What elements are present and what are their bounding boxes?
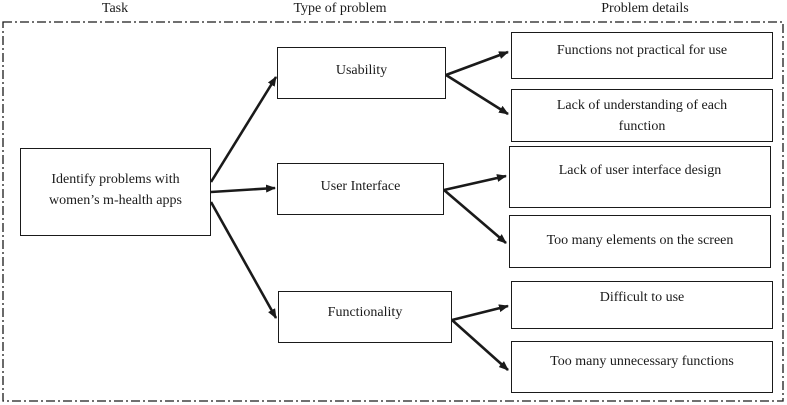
dash-dot-frame (2, 21, 784, 402)
arrow-usability-to-detail-1 (445, 50, 509, 77)
problem-detail-4: Too many elements on the screen (509, 215, 771, 268)
arrow-task-to-user-interface (210, 184, 276, 194)
problem-detail-line-1: Too many elements on the screen (546, 233, 734, 248)
problem-detail-line-1: Lack of understanding of each (556, 98, 728, 113)
arrow-user-interface-to-detail-4 (443, 189, 507, 244)
problem-detail-1: Functions not practical for use (511, 32, 773, 79)
problem-type-label: User Interface (320, 179, 401, 194)
arrow-task-to-usability (209, 76, 278, 183)
task-line-2: women’s m-health apps (49, 193, 182, 208)
problem-detail-line-1: Functions not practical for use (556, 43, 728, 58)
problem-detail-line-2: function (618, 119, 666, 134)
header-task: Task (101, 1, 129, 16)
header-problem-type: Type of problem (293, 1, 387, 16)
arrow-usability-to-detail-2 (445, 73, 509, 116)
problem-type-label: Usability (335, 63, 388, 78)
header-problem-details: Problem details (601, 1, 689, 16)
problem-type-user-interface: User Interface (277, 163, 444, 215)
arrow-task-to-functionality (209, 201, 278, 319)
problem-detail-line-1: Difficult to use (599, 290, 685, 305)
problem-detail-line-1: Too many unnecessary functions (550, 354, 734, 369)
arrow-user-interface-to-detail-3 (443, 174, 507, 192)
problem-detail-line-1: Lack of user interface design (558, 163, 722, 178)
task-line-1: Identify problems with (51, 172, 180, 187)
problem-detail-2: Lack of understanding of each function (511, 89, 773, 142)
arrow-functionality-to-detail-6 (451, 319, 509, 371)
problem-detail-5: Difficult to use (511, 281, 773, 329)
problem-type-label: Functionality (327, 305, 403, 320)
arrow-functionality-to-detail-5 (451, 304, 509, 322)
problem-detail-6: Too many unnecessary functions (511, 341, 773, 393)
problem-type-functionality: Functionality (278, 291, 452, 343)
task-box: Identify problems with women’s m-health … (20, 148, 211, 236)
problem-detail-3: Lack of user interface design (509, 146, 771, 208)
problem-type-usability: Usability (277, 47, 446, 99)
